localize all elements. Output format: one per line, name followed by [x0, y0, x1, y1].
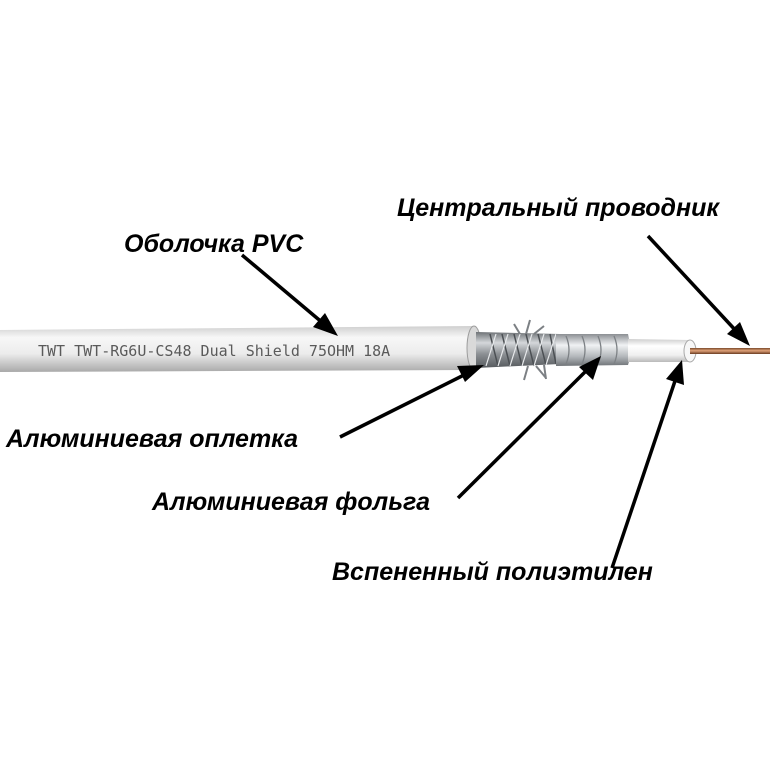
label-center-conductor: Центральный проводник — [397, 194, 720, 222]
center-conductor — [690, 348, 770, 354]
pvc-jacket: TWT TWT-RG6U-CS48 Dual Shield 75OHM 18A — [0, 325, 482, 372]
aluminium-braid — [476, 319, 560, 381]
label-aluminium-foil: Алюминиевая фольга — [152, 488, 430, 516]
arrow-center-conductor — [646, 234, 750, 346]
arrow-dielectric — [610, 360, 684, 569]
label-aluminium-braid: Алюминиевая оплетка — [6, 425, 299, 453]
aluminium-foil — [556, 334, 632, 366]
foam-dielectric — [628, 339, 697, 363]
cable-print-text: TWT TWT-RG6U-CS48 Dual Shield 75OHM 18A — [38, 342, 390, 360]
arrow-jacket — [240, 253, 338, 336]
arrow-foil — [456, 356, 601, 500]
label-pvc-jacket: Оболочка PVC — [124, 230, 304, 258]
arrow-braid — [339, 365, 484, 439]
pointer-arrows — [240, 234, 750, 569]
label-foam-polyethylene: Вспененный полиэтилен — [332, 558, 653, 586]
